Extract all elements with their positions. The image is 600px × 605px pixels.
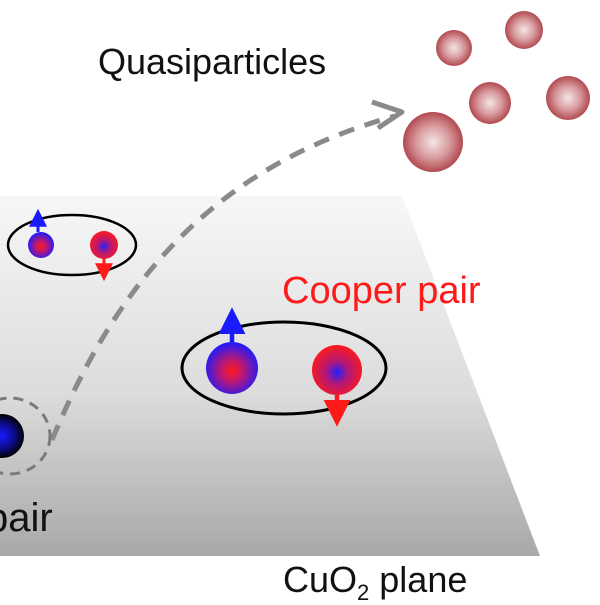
- pair-breaking-arrow: [49, 113, 396, 441]
- cuo2-plane: [0, 196, 540, 556]
- electron-dark: [0, 414, 24, 458]
- quasiparticle-sphere: [505, 11, 543, 49]
- pair-boundary: [180, 320, 388, 416]
- cooper-pair-label: Cooper pair: [282, 270, 481, 312]
- quasiparticle-sphere: [403, 112, 463, 172]
- quasiparticle-sphere: [546, 76, 590, 120]
- cuo2-plane-label: CuO2 plane: [283, 559, 468, 604]
- broken-pair: [0, 396, 52, 476]
- quasiparticles-label: Quasiparticles: [98, 41, 327, 82]
- electron-spin-down: [90, 231, 118, 259]
- plane-label-suffix: plane: [369, 559, 468, 600]
- cooper-pair-small: [6, 208, 138, 282]
- quasiparticle-sphere: [469, 82, 511, 124]
- plane-label-prefix: CuO: [283, 559, 358, 600]
- electron-spin-up: [28, 232, 54, 258]
- pair-boundary: [6, 213, 138, 277]
- electron-spin-down: [312, 345, 362, 395]
- broken-pair-boundary: [0, 396, 52, 476]
- plane-label-subscript: 2: [357, 580, 370, 605]
- cooper-pair-large: [180, 307, 388, 427]
- electron-spin-up: [206, 342, 258, 394]
- pair-fragment-label: pair: [0, 496, 53, 540]
- quasiparticle-sphere: [436, 30, 472, 66]
- quasiparticle-cluster: [403, 11, 590, 172]
- pair-breaking-arrowhead: [371, 99, 405, 131]
